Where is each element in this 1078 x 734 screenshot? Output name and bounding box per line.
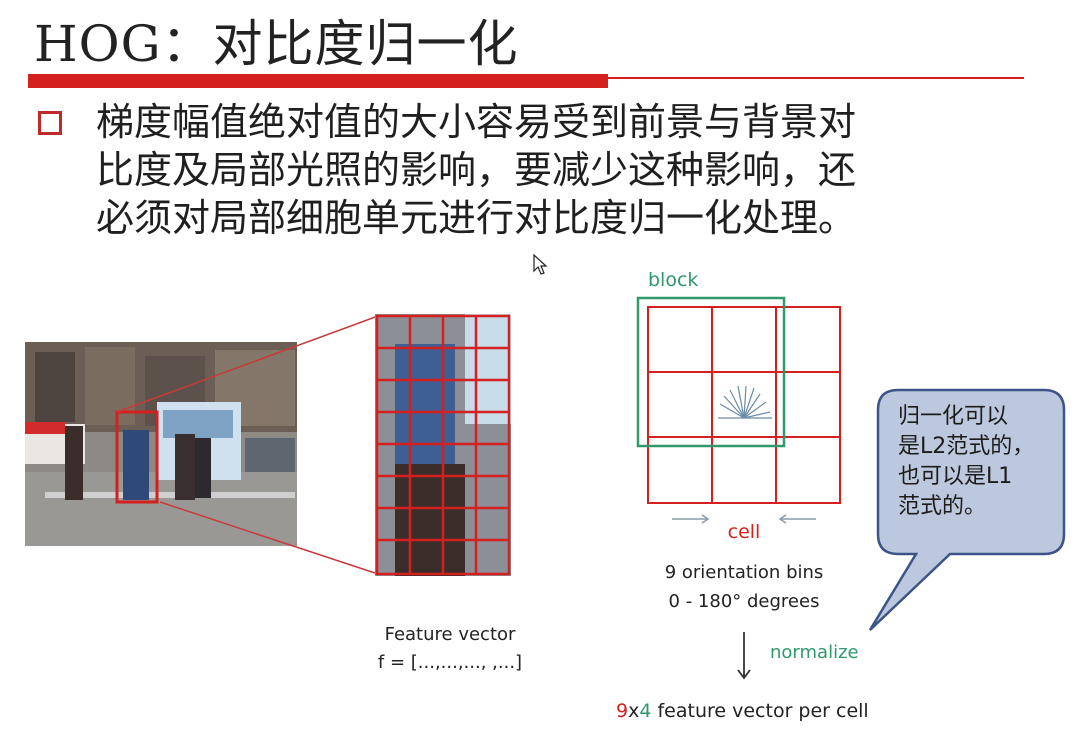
bullet-line: 比度及局部光照的影响，要减少这种影响，还	[96, 148, 857, 192]
cell-label: cell	[728, 521, 761, 543]
bins-line-2: 0 - 180° degrees	[669, 591, 820, 612]
block-outline	[636, 296, 786, 448]
callout-bubble	[868, 388, 1066, 631]
cell-width-arrows	[672, 514, 816, 524]
title-underline-thin	[608, 77, 1024, 79]
mouse-cursor-icon	[533, 253, 548, 275]
bullet-square-icon	[38, 111, 62, 135]
feature-vector-label: Feature vector	[384, 624, 516, 645]
callout-line: 范式的。	[898, 494, 987, 519]
street-photo	[25, 342, 297, 546]
orientation-histogram-icon	[718, 385, 772, 419]
block-label: block	[648, 269, 698, 291]
feature-vector-per-cell: 9x4 feature vector per cell	[616, 700, 869, 722]
bullet-line: 必须对局部细胞单元进行对比度归一化处理。	[96, 196, 857, 240]
callout-line: 也可以是L1	[898, 464, 1013, 489]
callout-line: 是L2范式的，	[898, 434, 1035, 459]
cell-grid	[647, 306, 841, 504]
callout-text: 归一化可以 是L2范式的， 也可以是L1 范式的。	[898, 402, 1058, 522]
title-underline-thick	[28, 74, 608, 88]
callout-line: 归一化可以	[898, 404, 1009, 429]
block-cell-diagram: block cell 9 orientation	[616, 269, 880, 730]
bullet-paragraph: 梯度幅值绝对值的大小容易受到前景与背景对 比度及局部光照的影响，要减少这种影响，…	[96, 98, 996, 242]
slide-title: HOG：对比度归一化	[34, 15, 519, 73]
bullet-line: 梯度幅值绝对值的大小容易受到前景与背景对	[96, 100, 857, 144]
zoomed-cell-grid	[375, 314, 511, 576]
down-arrow-icon	[737, 632, 751, 680]
bins-line-1: 9 orientation bins	[665, 562, 824, 583]
normalize-label: normalize	[770, 642, 859, 663]
feature-vector-formula: f = [...,...,..., ,...]	[377, 652, 523, 673]
